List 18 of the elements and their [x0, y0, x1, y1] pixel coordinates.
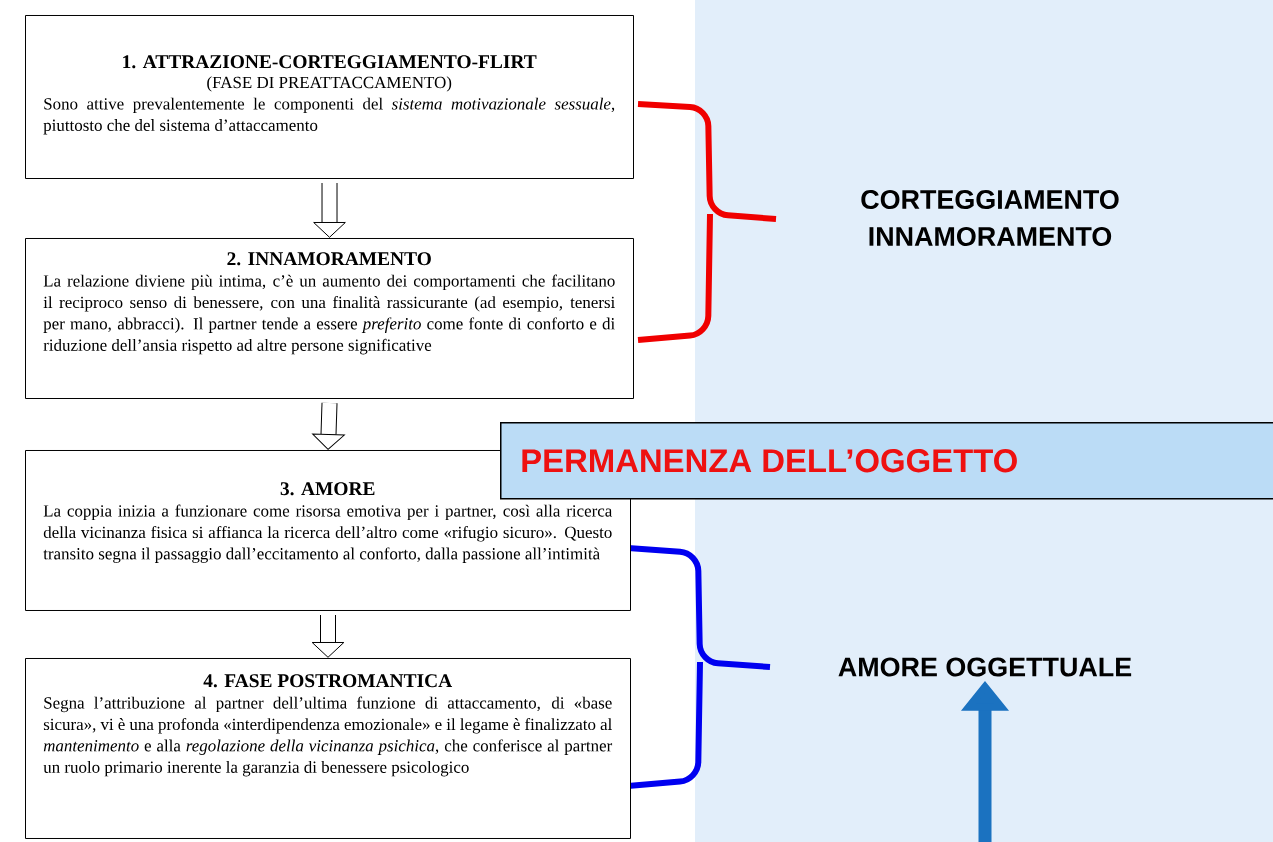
node-label: (FASE DI PREATTACCAMENTO) — [207, 76, 452, 92]
block-arrow — [312, 402, 345, 450]
process-box — [25, 15, 634, 179]
node-label: La coppia inizia a funzionare come risorsa emotiva per i partner, così alla ricerca della vicinanza fisica si affianca la ricerca dell’altro come «rifugio sicuro». Questo transito segna il passaggio dall’eccitamento al conforto, dalla passione all’intimità — [43, 504, 613, 563]
process-box — [25, 658, 631, 839]
node-label: La relazione diviene più intima, c’è un aumento dei comportamenti che facilitano il reciproco senso di benessere, con una finalità rassicurante (ad esempio, tenersi per mano, abbracci). Il partner tende a essere preferito come fonte di conforto e di riduzione dell’ansia rispetto ad altre persone significative — [43, 274, 615, 355]
heading-text: CORTEGGIAMENTO INNAMORAMENTO — [861, 190, 1119, 246]
block-arrow — [311, 615, 345, 658]
node-label: 1. ATTRAZIONE-CORTEGGIAMENTO-FLIRT — [123, 55, 537, 69]
node-label: Segna l’attribuzione al partner dell’ultima funzione di attaccamento, di «base sicura», vi è una profonda «interdipendenza emozionale» e il legame è finalizzato al mantenimento e alla regolazione della vicinanza psichica, che conferisce al partner un ruolo primario inerente la garanzia di benessere psicologico — [43, 696, 613, 777]
node-label: 4. FASE POSTROMANTICA — [203, 674, 453, 688]
node-label: 3. AMORE — [280, 482, 375, 496]
heading-text: AMORE OGGETTUALE — [838, 657, 1132, 677]
block-arrow — [313, 183, 346, 238]
node-label: Sono attive prevalentemente le componenti del sistema motivazionale sessuale, piuttosto che del sistema d’attaccamento — [43, 97, 615, 135]
banner-box: PERMANENZA DELL’OGGETTO — [500, 422, 1273, 500]
node-label: 2. INNAMORAMENTO — [227, 252, 431, 266]
process-box — [25, 238, 634, 399]
